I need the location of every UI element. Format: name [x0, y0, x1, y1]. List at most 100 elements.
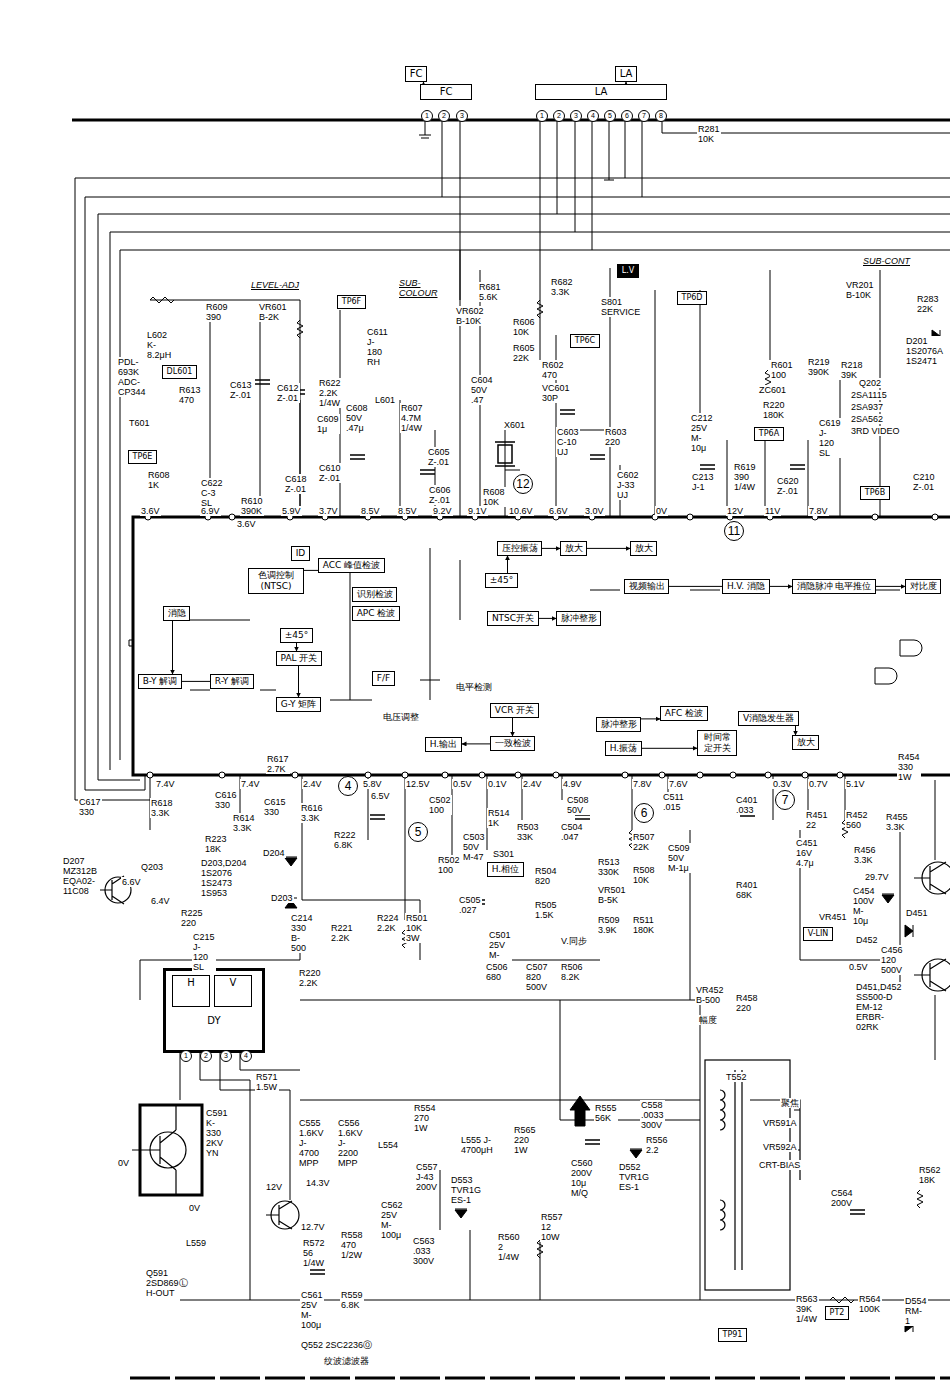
component-label: R606 10K: [512, 317, 536, 337]
component-label: C504 .047: [560, 822, 584, 842]
block-box: R-Y 解调: [210, 674, 254, 689]
plain-label: 6.4V: [150, 896, 171, 906]
hv-arrow: [570, 1096, 590, 1126]
block-text: R-Y 解调: [215, 676, 249, 687]
switch-box: H.相位: [487, 862, 524, 877]
block-text: 时间常 定开关: [701, 732, 733, 754]
component-label: R557 12 10W: [540, 1212, 564, 1242]
block-box: 色调控制 (NTSC): [248, 568, 304, 594]
ic-pin: [145, 514, 938, 778]
component-label: R603 220: [604, 427, 628, 447]
component-label: C451 16V 4.7μ: [795, 838, 819, 868]
plain-label: L559: [185, 1238, 207, 1248]
wire: [150, 300, 435, 517]
plain-label: 2SA562: [850, 414, 884, 424]
block-text: H.输出: [430, 739, 457, 750]
wire: [180, 1100, 950, 1300]
component-label: VR452 B-500: [695, 985, 725, 1005]
integrated-circuit: [875, 668, 897, 684]
diode-symbol: [285, 857, 297, 866]
component-label: R564 100K: [858, 1294, 882, 1314]
component-label: C564 200V: [830, 1188, 854, 1208]
signal-connector: [539, 618, 556, 619]
component-label: R220 180K: [762, 400, 786, 420]
plain-label: L601: [374, 395, 396, 405]
block-text: TP91: [723, 1330, 743, 1340]
plain-label: D451: [905, 908, 929, 918]
component-label: R622 2.2K 1/4W: [318, 378, 342, 408]
transistor-symbol: [100, 862, 950, 1229]
frame-line: [130, 1378, 950, 1379]
plain-label: 电平检测: [455, 682, 493, 692]
plain-label: 10.6V: [508, 506, 534, 516]
transformer-symbol: [735, 1070, 742, 1270]
ic-pin: [802, 772, 808, 778]
block-box: ±45°: [280, 628, 313, 643]
plain-label: 0V: [655, 506, 668, 516]
component-label: R563 39K 1/4W: [795, 1294, 819, 1324]
transistor-symbol: [914, 959, 946, 991]
component-label: R562 18K: [918, 1165, 942, 1185]
signal-connector: [304, 570, 318, 571]
block-box: 视频输出: [624, 579, 669, 594]
pin-number: 1: [536, 110, 548, 122]
block-box: 识别检波: [352, 587, 397, 602]
block-text: V消隐发生器: [743, 713, 794, 724]
component-label: C212 25V M-10μ: [690, 413, 714, 453]
signal-connector: [641, 718, 660, 719]
block-box: ID: [291, 546, 310, 561]
integrated-circuit: [129, 640, 133, 646]
plain-label: VR451: [818, 912, 848, 922]
component-label: VR201 B-10K: [845, 280, 875, 300]
wire: [72, 119, 950, 122]
capacitor-symbol: [255, 380, 865, 1274]
component-label: C401 .033: [735, 795, 759, 815]
component-label: R511 180K: [632, 915, 655, 935]
block-box: 时间常 定开关: [697, 730, 737, 756]
block-text: VCR 开关: [495, 705, 535, 716]
plain-label: S301: [492, 849, 515, 859]
connector-tag: FC: [405, 66, 427, 82]
transistor-symbol: [266, 1201, 292, 1229]
wire: [75, 178, 120, 800]
component-label: R613 470: [178, 385, 202, 405]
plain-label: 8.5V: [397, 506, 418, 516]
plain-label: 3.6V: [236, 519, 257, 529]
block-box: H.输出: [425, 737, 462, 752]
pin-number: 8: [655, 110, 667, 122]
plain-label: VR591A: [762, 1118, 798, 1128]
component-label: R401 68K: [735, 880, 759, 900]
wire: [150, 775, 845, 920]
component-label: D207 MZ312B EQA02-11C08: [62, 856, 98, 896]
callout-number: 12: [513, 474, 533, 494]
test-point: TP91: [718, 1328, 747, 1342]
output-transistor: [132, 1105, 176, 1195]
component-label: R556 2.2: [645, 1135, 669, 1155]
block-box: 消隐脉冲 电平推位: [792, 579, 876, 594]
plain-label: 幅度: [698, 1015, 718, 1025]
signal-connector: [172, 621, 173, 674]
plain-label: 0V: [188, 1203, 201, 1213]
component-label: R219 390K: [807, 357, 831, 377]
plain-label: Q203: [140, 862, 164, 872]
component-label: C215 J-120 SL: [192, 932, 216, 972]
component-label: R506 8.2K: [560, 962, 584, 982]
component-label: R283 22K: [916, 294, 940, 314]
ic-pin: [872, 514, 878, 520]
signal-connector: [587, 548, 630, 549]
section-title: SUB-CONT: [862, 256, 911, 266]
block-text: H.相位: [492, 864, 519, 875]
component-label: R220 2.2K: [298, 968, 322, 988]
block-text: V: [230, 977, 237, 989]
callout-number: 6: [634, 803, 654, 823]
component-label: C556 1.6KV J-2200 MPP: [337, 1118, 364, 1168]
ic-pin: [687, 514, 693, 520]
pin-number: 3: [220, 1050, 232, 1062]
component-label: C605 Z-.01: [427, 447, 451, 467]
pin-number: 3: [570, 110, 582, 122]
block-box: V消隐发生器: [738, 711, 799, 726]
wire: [297, 320, 303, 338]
component-label: L555 J-4700μH: [460, 1135, 494, 1155]
test-point: TP6B: [860, 486, 890, 500]
wire: [830, 1297, 854, 1303]
